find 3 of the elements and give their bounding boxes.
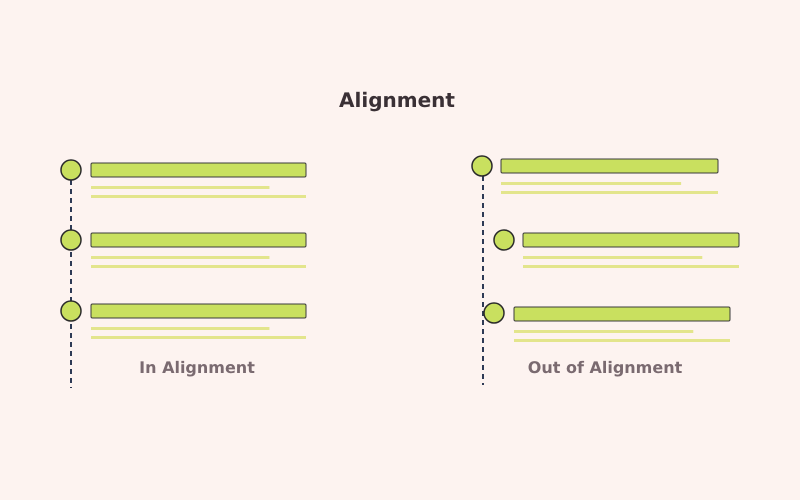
diagram-title: Alignment — [339, 88, 455, 112]
panel-caption: Out of Alignment — [528, 358, 682, 377]
panel-caption: In Alignment — [139, 358, 255, 377]
